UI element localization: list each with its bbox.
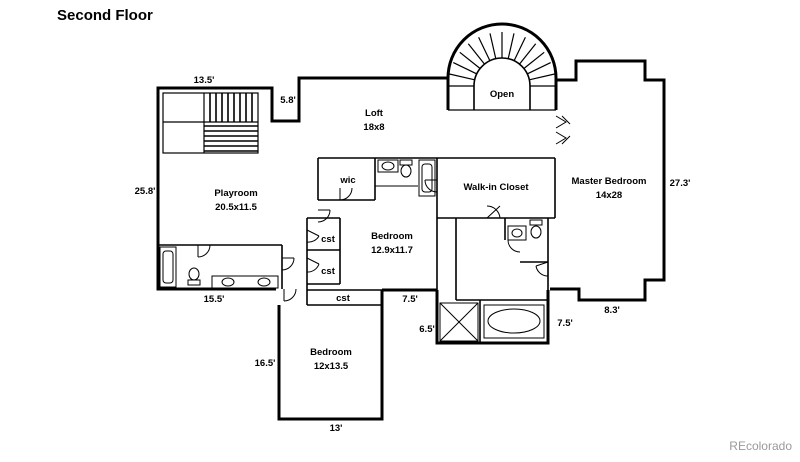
spiral-tread — [526, 62, 551, 75]
tub-master-basin — [487, 308, 541, 334]
door-lower-bedroom — [283, 288, 297, 302]
door-master-double — [555, 115, 571, 145]
spiral-tread — [519, 43, 537, 65]
door-walkin — [486, 205, 501, 219]
dim-master-right: 27.3' — [670, 178, 691, 189]
label-playroom-name: Playroom — [214, 188, 257, 199]
door-bedroom-top — [317, 209, 331, 223]
spiral-tread — [453, 62, 478, 75]
plan-title: Second Floor — [57, 7, 153, 24]
dim-center-bottom: 7.5' — [402, 294, 417, 305]
label-bedroom-lower-name: Bedroom — [310, 347, 352, 358]
label-cst-2: cst — [321, 266, 336, 277]
doors — [197, 115, 571, 302]
label-bedroom-lower-size: 12x13.5 — [314, 361, 349, 372]
outer-walls — [156, 59, 666, 421]
stair-treads — [204, 93, 258, 152]
door-cst-1 — [306, 229, 320, 243]
sink-playroom-1 — [221, 277, 235, 287]
dim-playroom-top: 13.5' — [194, 75, 215, 86]
dim-lower-bedroom-bottom: 13' — [330, 423, 343, 434]
label-cst-3: cst — [336, 293, 351, 304]
spiral-tread — [467, 43, 485, 65]
label-cst-1: cst — [321, 234, 336, 245]
dim-playroom-bottom: 15.5' — [204, 294, 225, 305]
dimension-labels: 13.5' 5.8' 25.8' 27.3' 15.5' 7.5' 6.5' 7… — [135, 75, 691, 434]
spiral-tread — [529, 73, 555, 81]
spiral-tread — [523, 51, 545, 69]
spiral-inner — [473, 57, 531, 110]
label-bedroom-center-size: 12.9x11.7 — [371, 245, 413, 256]
door-playroom-bath — [197, 244, 211, 258]
shower-box — [439, 302, 479, 342]
wall-bath — [435, 290, 550, 345]
vanity-playroom — [211, 275, 279, 289]
dim-bath-right: 7.5' — [557, 318, 572, 329]
spiral-tread — [459, 51, 481, 69]
sink-playroom-2 — [257, 277, 271, 287]
label-playroom-size: 20.5x11.5 — [215, 202, 257, 213]
toilet-center-bowl — [400, 164, 412, 178]
tub-playroom-inner — [162, 250, 174, 284]
tub-playroom — [159, 246, 177, 288]
label-master-name: Master Bedroom — [572, 176, 647, 187]
spiral-tread — [449, 73, 475, 81]
room-labels: Loft 18x8 Open Playroom 20.5x11.5 wic Wa… — [214, 89, 646, 372]
label-walkin: Walk-in Closet — [463, 182, 529, 193]
dim-lower-bedroom-left: 16.5' — [255, 358, 276, 369]
spiral-treads — [448, 32, 556, 87]
fixtures — [159, 159, 545, 342]
wall-master — [550, 59, 666, 302]
spiral-tread — [478, 37, 491, 62]
label-wic: wic — [339, 175, 355, 186]
door-cst-2 — [306, 257, 320, 273]
label-master-size: 14x28 — [596, 190, 622, 201]
tub-center — [418, 159, 436, 197]
dim-playroom-left: 25.8' — [135, 186, 156, 197]
label-open: Open — [490, 89, 514, 100]
toilet-playroom-bowl — [188, 267, 200, 281]
sink-master — [507, 225, 527, 241]
label-loft-size: 18x8 — [363, 122, 384, 133]
watermark-text: REcolorado — [729, 439, 792, 453]
dim-loft-step: 5.8' — [280, 95, 295, 106]
wall-playroom-left — [156, 76, 448, 291]
door-wic — [339, 187, 353, 201]
sink-master-basin — [511, 228, 523, 238]
spiral-tread — [513, 37, 526, 62]
door-master-bath — [535, 261, 549, 277]
toilet-center-tank — [399, 159, 413, 166]
label-bedroom-center-name: Bedroom — [371, 231, 413, 242]
door-playroom-right — [281, 257, 295, 271]
playroom-stairs — [162, 92, 259, 154]
tub-center-inner — [421, 163, 433, 193]
sink-center — [377, 159, 399, 173]
toilet-master-tank — [529, 219, 543, 226]
label-loft-name: Loft — [365, 108, 384, 119]
sink-center-basin — [381, 161, 395, 171]
toilet-master-bowl — [530, 225, 542, 239]
tub-master — [483, 304, 545, 339]
toilet-playroom-tank — [187, 279, 201, 286]
spiral-outer — [446, 22, 558, 110]
dim-bath-left: 6.5' — [419, 324, 434, 335]
dim-master-bottom: 8.3' — [604, 305, 619, 316]
spiral-stair — [446, 22, 558, 111]
spiral-tread — [489, 33, 497, 59]
shower-x-2 — [439, 302, 479, 342]
wall-lower-bedroom — [277, 290, 384, 421]
spiral-tread — [507, 33, 515, 59]
door-wc — [507, 239, 521, 253]
